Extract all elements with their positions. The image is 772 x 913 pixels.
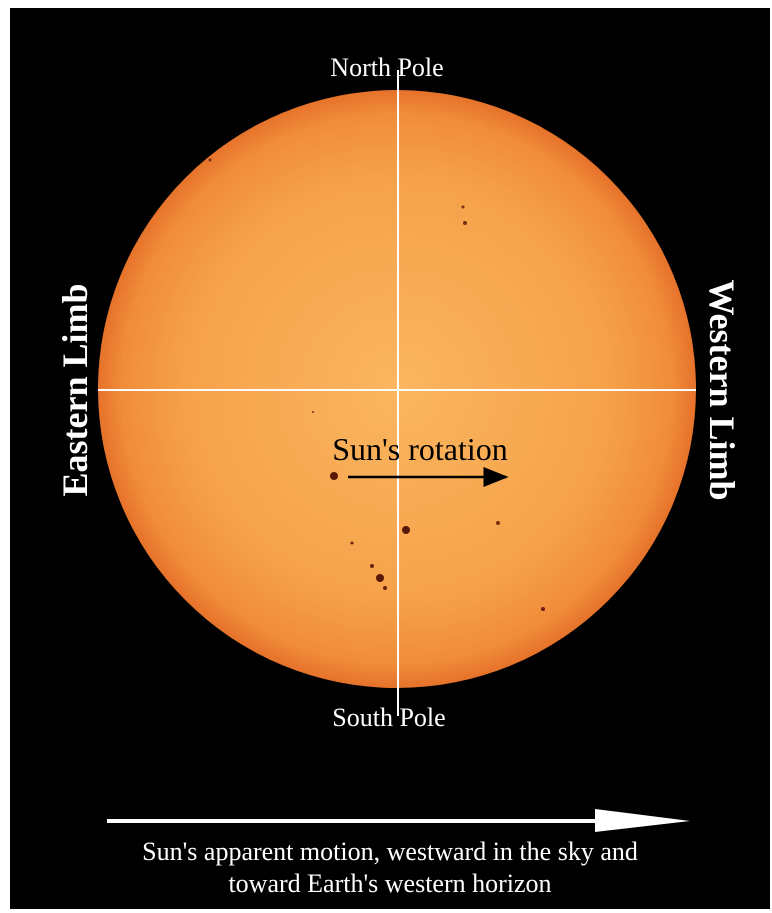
sunspot xyxy=(461,205,465,209)
sunspot xyxy=(463,221,467,225)
eastern-limb-label: Eastern Limb xyxy=(55,283,95,496)
sunspot xyxy=(383,586,387,590)
sunspot xyxy=(402,526,410,534)
western-limb-label: Western Limb xyxy=(702,280,742,501)
caption-line-1: Sun's apparent motion, westward in the s… xyxy=(142,837,638,866)
apparent-motion-arrow xyxy=(107,809,690,832)
rotation-label: Sun's rotation xyxy=(332,431,508,467)
sunspot xyxy=(208,158,212,162)
south-pole-label: South Pole xyxy=(332,703,445,732)
sunspot xyxy=(370,564,374,568)
sunspot xyxy=(330,472,338,480)
sunspot xyxy=(376,574,384,582)
north-pole-label: North Pole xyxy=(330,53,443,82)
diagram-frame: North Pole South Pole Eastern Limb Weste… xyxy=(10,8,770,909)
sunspot xyxy=(312,411,314,413)
sunspot xyxy=(496,521,500,525)
sunspots xyxy=(208,158,545,611)
sunspot xyxy=(350,541,354,545)
sunspot xyxy=(541,607,545,611)
caption-line-2: toward Earth's western horizon xyxy=(228,869,552,898)
sun-diagram: North Pole South Pole Eastern Limb Weste… xyxy=(55,53,742,832)
